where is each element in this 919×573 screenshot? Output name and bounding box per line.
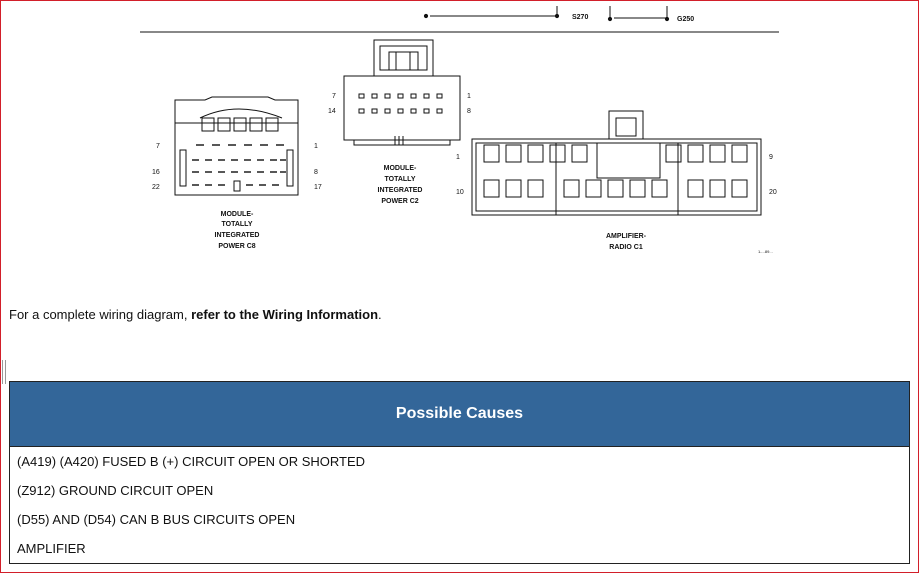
c8-pin-tl: 7 — [156, 143, 160, 150]
possible-causes-table: Possible Causes (A419) (A420) FUSED B (+… — [9, 381, 910, 564]
radio-pin-tr: 9 — [769, 154, 773, 161]
radio-pin-bl: 10 — [456, 189, 464, 196]
c8-pin-ml: 16 — [152, 169, 160, 176]
wiring-note: For a complete wiring diagram, refer to … — [9, 307, 382, 322]
c2-pin-tr: 1 — [467, 93, 471, 100]
resize-grip[interactable] — [2, 360, 6, 384]
c2-label-line2: TOTALLY — [385, 176, 416, 183]
c8-label-line2: TOTALLY — [222, 221, 253, 228]
c8-pin-mr: 8 — [314, 169, 318, 176]
diagram-svg: S270 G250 7 1 16 8 22 17 MODULE- — [140, 6, 779, 254]
connector-radio-drawing — [471, 110, 762, 216]
connector-diagram: S270 G250 7 1 16 8 22 17 MODULE- — [140, 6, 779, 254]
wiring-info-link[interactable]: refer to the Wiring Information — [191, 307, 379, 322]
top-wires — [423, 6, 670, 22]
c8-label-line1: MODULE- — [221, 211, 254, 218]
c8-label-line4: POWER C8 — [218, 243, 255, 250]
c8-label-line3: INTEGRATED — [215, 232, 260, 239]
possible-causes-header: Possible Causes — [10, 382, 909, 447]
radio-pin-tl: 1 — [456, 154, 460, 161]
label-s270: S270 — [572, 14, 588, 21]
connector-c2-drawing — [343, 39, 461, 146]
label-g250: G250 — [677, 16, 694, 23]
c2-label-line4: POWER C2 — [381, 198, 418, 205]
wiring-note-prefix: For a complete wiring diagram, — [9, 307, 192, 322]
connector-c8-drawing — [174, 96, 299, 196]
connector-c8-pins — [192, 144, 286, 186]
c8-pin-br: 17 — [314, 184, 322, 191]
c2-label-line3: INTEGRATED — [378, 187, 423, 194]
cause-row: AMPLIFIER — [17, 541, 86, 556]
wiring-note-suffix: . — [378, 307, 382, 322]
c8-pin-tr: 1 — [314, 143, 318, 150]
radio-label-line1: AMPLIFIER- — [606, 233, 647, 240]
cause-row: (Z912) GROUND CIRCUIT OPEN — [17, 483, 214, 498]
c2-label-line1: MODULE- — [384, 165, 417, 172]
c2-pin-br: 8 — [467, 108, 471, 115]
c8-pin-bl: 22 — [152, 184, 160, 191]
connector-radio-pins — [483, 144, 748, 198]
radio-pin-br: 20 — [769, 189, 777, 196]
c2-pin-tl: 7 — [332, 93, 336, 100]
c2-pin-bl: 14 — [328, 108, 336, 115]
radio-label-line2: RADIO C1 — [609, 244, 643, 251]
cause-row: (D55) AND (D54) CAN B BUS CIRCUITS OPEN — [17, 512, 296, 527]
connector-c2-pins — [358, 93, 443, 114]
figure-id: 1-...89... — [758, 249, 773, 254]
cause-row: (A419) (A420) FUSED B (+) CIRCUIT OPEN O… — [17, 454, 366, 469]
